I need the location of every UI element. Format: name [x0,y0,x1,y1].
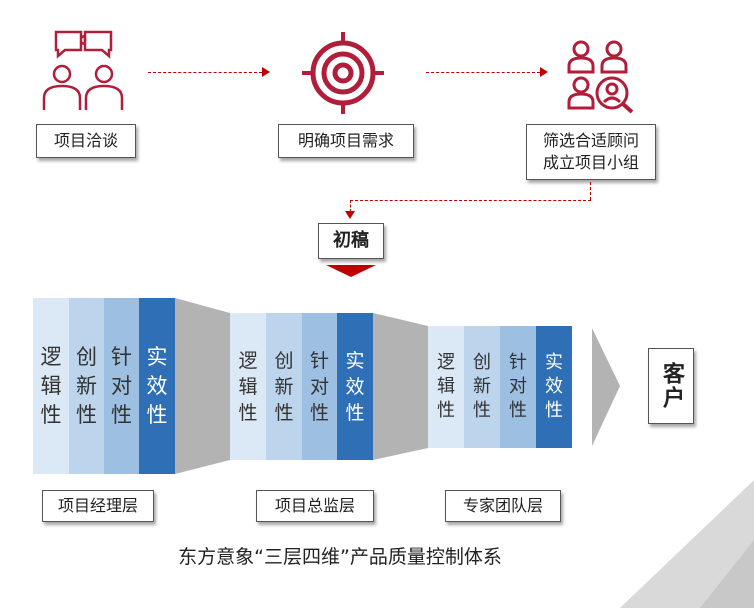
column-char: 实 [545,352,563,373]
step-team-label-line1: 筛选合适顾问 [542,131,639,150]
column-char: 针 [111,344,132,369]
group2-col-logic: 逻辑性 [230,313,266,460]
column-char: 性 [509,400,527,421]
column-char: 创 [274,349,294,372]
step-team-box: 筛选合适顾问 成立项目小组 [526,124,656,180]
column-char: 对 [309,375,329,398]
negotiation-people-icon [42,30,124,110]
customer-label: 客户 [659,362,684,410]
group2-col-target: 针对性 [302,313,337,460]
group2-label: 项目总监层 [274,496,355,515]
column-char: 性 [545,400,563,421]
group1-label: 项目经理层 [57,496,138,515]
column-char: 新 [473,376,491,397]
group1-col-effect: 实效性 [139,298,175,474]
draft-label: 初稿 [333,230,369,251]
arrow-to-draft [350,200,351,212]
team-search-icon [567,40,634,114]
column-char: 逻 [40,344,62,369]
group2-label-box: 项目总监层 [256,490,374,522]
column-char: 性 [345,401,365,424]
draft-down-triangle [326,265,376,277]
group2-col-effect: 实效性 [337,313,373,460]
column-char: 新 [274,375,294,398]
step-negotiate-box: 项目洽谈 [36,124,136,158]
column-char: 针 [309,349,329,372]
step-negotiate-label: 项目洽谈 [53,131,118,150]
column-char: 对 [111,373,132,398]
column-char: 性 [473,400,491,421]
column-char: 效 [545,376,563,397]
column-char: 性 [274,401,294,424]
step-requirements-box: 明确项目需求 [278,124,414,158]
column-char: 性 [238,401,258,424]
group2-col-innovation: 创新性 [266,313,302,460]
column-char: 实 [345,349,365,372]
group3-label-box: 专家团队层 [445,490,561,522]
column-char: 对 [509,376,527,397]
diagram-caption: 东方意象“三层四维”产品质量控制体系 [178,546,502,568]
column-char: 逻 [238,349,258,372]
arrow-team-down [590,182,591,200]
group3-col-effect: 实效性 [536,326,572,448]
group1-col-logic: 逻辑性 [33,298,69,474]
arrow-negotiate-to-requirements [148,72,262,73]
column-char: 性 [40,402,62,427]
customer-box: 客户 [648,348,694,424]
group1-col-target: 针对性 [104,298,139,474]
target-icon [302,32,384,114]
column-char: 效 [345,375,365,398]
column-char: 性 [111,402,132,427]
column-char: 性 [76,402,97,427]
column-char: 创 [473,352,491,373]
draft-box: 初稿 [318,223,384,259]
group3-col-target: 针对性 [500,326,536,448]
column-char: 新 [76,373,97,398]
column-char: 辑 [40,373,62,398]
step-requirements-label: 明确项目需求 [297,131,394,150]
column-char: 创 [76,344,97,369]
column-char: 性 [309,401,329,424]
arrow-requirements-to-team [426,72,540,73]
column-char: 实 [146,344,168,369]
column-char: 辑 [437,376,455,397]
column-char: 针 [509,352,527,373]
column-char: 辑 [238,375,258,398]
step-team-label-line2: 成立项目小组 [542,153,639,172]
group1-col-innovation: 创新性 [69,298,104,474]
arrow-team-left [350,200,591,201]
group3-col-innovation: 创新性 [464,326,500,448]
column-char: 逻 [437,352,455,373]
column-char: 性 [437,400,455,421]
arrowhead [345,211,355,219]
arrowhead [262,67,270,77]
column-char: 效 [146,373,168,398]
column-char: 性 [146,402,168,427]
group3-label: 专家团队层 [462,496,543,515]
group1-label-box: 项目经理层 [42,490,154,522]
group3-col-logic: 逻辑性 [428,326,464,448]
arrowhead [540,67,548,77]
